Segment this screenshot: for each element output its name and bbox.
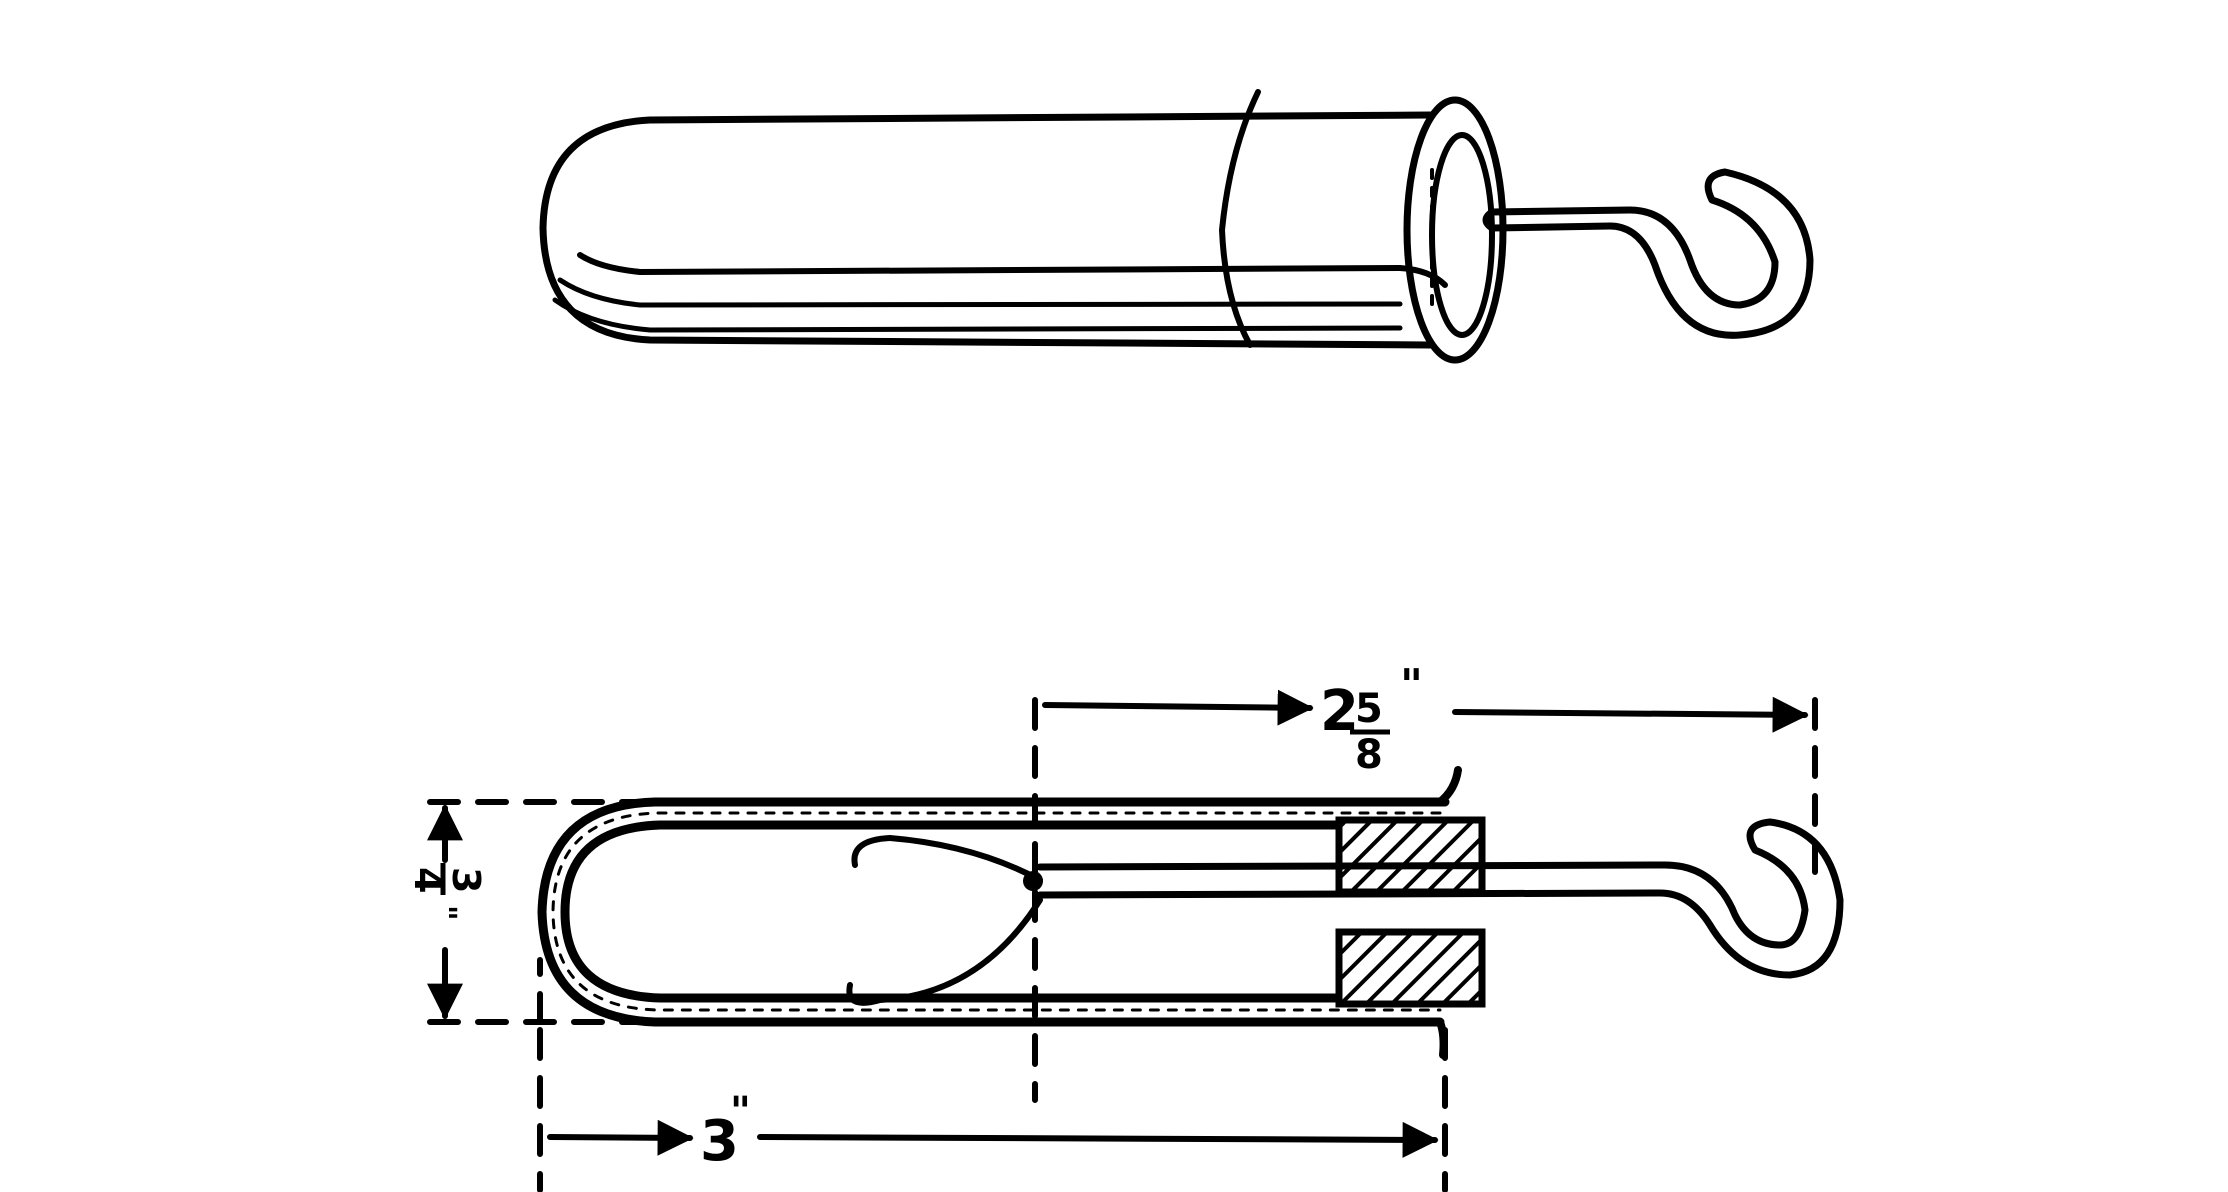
- dim-diameter-unit: ": [427, 905, 462, 921]
- tube-shading: [577, 252, 1448, 288]
- dim-overall-value: 3: [700, 1109, 739, 1174]
- tube-wall-outer: [537, 797, 1450, 1027]
- band-line: [1219, 89, 1261, 348]
- dimension-hook-length: 2 5 8 ": [1032, 660, 1818, 1103]
- dim-denominator: 8: [1355, 732, 1383, 778]
- hook-perspective: [1482, 168, 1814, 339]
- section-view: [537, 766, 1844, 1059]
- dimension-overall-length: 3 ": [537, 1027, 1448, 1192]
- dim-diameter-numerator: 3: [444, 867, 488, 893]
- spring-clip: [846, 835, 1043, 1006]
- stopper-top: [1335, 816, 1486, 896]
- dim-unit: ": [1400, 660, 1423, 711]
- stopper-bottom: [1335, 928, 1486, 1008]
- clip-joint: [1023, 871, 1043, 891]
- rod: [1036, 818, 1844, 979]
- dim-overall-unit: ": [730, 1089, 751, 1135]
- tube-body: [539, 111, 1434, 349]
- dim-numerator: 5: [1355, 686, 1383, 732]
- dimension-diameter: 3 4 ": [406, 799, 653, 1025]
- tube-wall-inner: [560, 820, 1345, 1003]
- perspective-view: [539, 89, 1814, 364]
- stopper-face: [1429, 132, 1495, 338]
